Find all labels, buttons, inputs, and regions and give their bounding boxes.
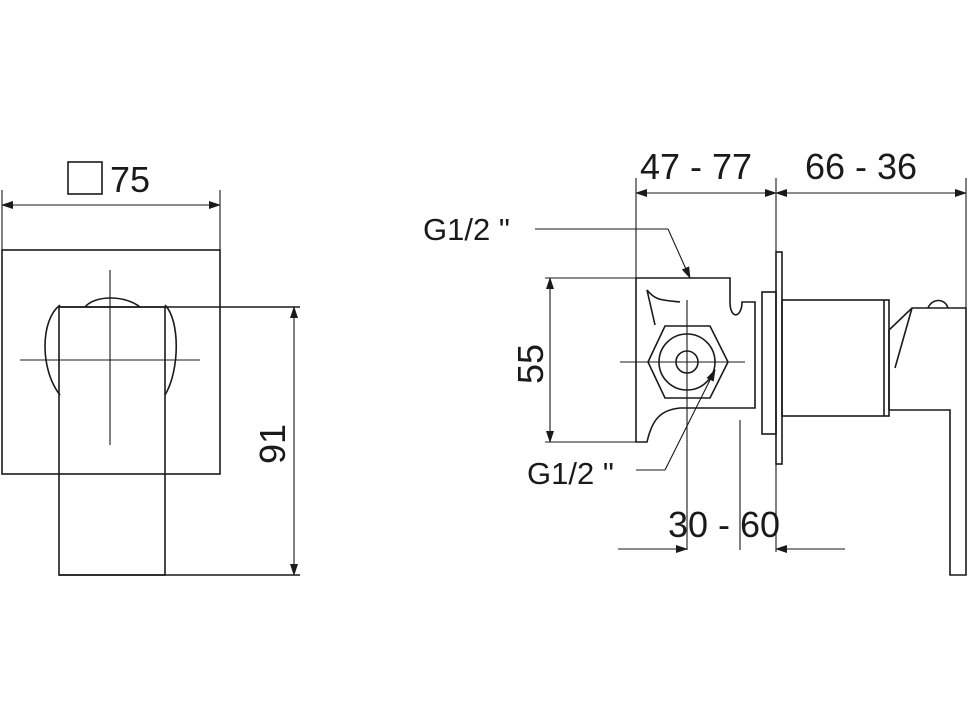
- nut-range-label: 30 - 60: [668, 504, 780, 545]
- connection-height-label: 55: [510, 344, 551, 384]
- cartridge-body: [781, 299, 890, 417]
- thread-label-bottom: G1/2 ": [527, 456, 614, 491]
- width-label: 75: [110, 159, 150, 200]
- wall-plate: [775, 251, 783, 465]
- lever-handle: [58, 306, 166, 576]
- depth-range-label: 47 - 77: [640, 146, 752, 187]
- thread-label-top: G1/2 ": [423, 212, 510, 247]
- wall-flange: [761, 291, 777, 435]
- lever-base-round: [44, 304, 61, 396]
- cover-plate: [1, 249, 221, 475]
- square-symbol-icon: [67, 161, 103, 195]
- side-view: 55 47 - 77 66 - 36 G1/2 " G1/2 " 30 - 60: [423, 146, 967, 576]
- height-label: 91: [252, 424, 293, 464]
- projection-range-label: 66 - 36: [805, 146, 917, 187]
- front-view: 75 91: [1, 159, 300, 576]
- valve-body: [635, 277, 756, 443]
